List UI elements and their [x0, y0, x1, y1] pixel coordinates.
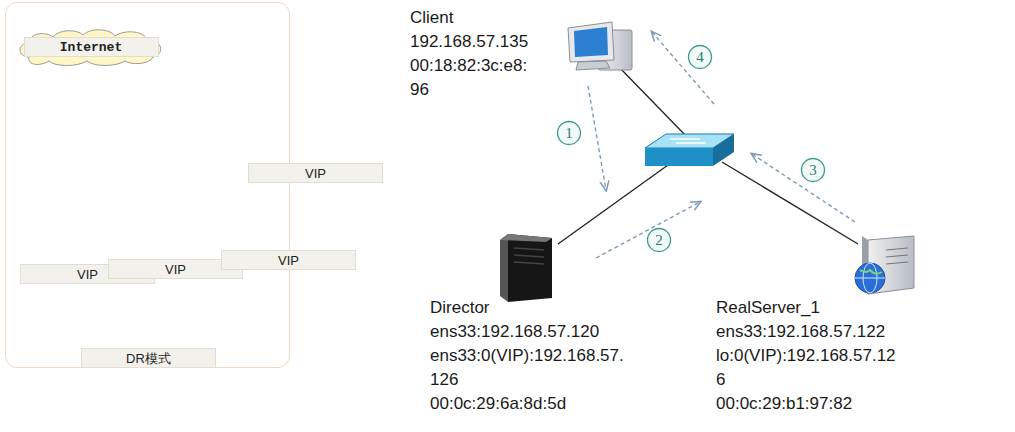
host-label: Director: [430, 296, 630, 320]
host-label: Client: [410, 6, 534, 30]
web-server-icon: [855, 263, 885, 293]
callout-number: 2: [655, 232, 663, 249]
web-server-icon: [886, 262, 908, 264]
web-server-icon: [886, 248, 908, 250]
host-info: Directorens33:192.168.57.120ens33:0(VIP)…: [430, 296, 630, 416]
switch-icon: [645, 134, 734, 166]
illustration: [588, 32, 855, 258]
callout-number: 3: [800, 157, 826, 183]
callout-number: 4: [687, 44, 713, 70]
host-label: ens33:192.168.57.120: [430, 320, 630, 344]
server-node: VIP: [106, 257, 180, 335]
server-icon: [514, 255, 544, 257]
callout-circle-outline: [648, 229, 671, 252]
switch-icon: [670, 139, 706, 143]
mode-caption: DR模式: [81, 348, 216, 368]
switch-icon: [645, 148, 713, 166]
client-computer: [574, 27, 608, 57]
flow-arrow: [588, 86, 606, 190]
callout-number: 2: [646, 227, 672, 253]
callout-number: 1: [556, 120, 582, 146]
server-icon: [514, 248, 544, 250]
callout-number: 4: [696, 49, 704, 66]
network-wire: [558, 66, 858, 244]
callout-number: 1: [565, 125, 573, 142]
host-label: lo:0(VIP):192.168.57.126: [716, 344, 896, 392]
host-label: ens33:0(VIP):192.168.57.126: [430, 344, 630, 392]
host-label: 00:18:82:3c:e8:96: [410, 54, 534, 102]
web-server-icon: [855, 236, 914, 294]
callout-circle-outline: [689, 46, 712, 69]
flow-arrow: [596, 202, 700, 258]
host-info: RealServer_1ens33:192.168.57.122lo:0(VIP…: [716, 296, 896, 416]
illustration: [500, 234, 914, 302]
client-computer: [568, 22, 614, 62]
flow-arrow: [752, 154, 855, 222]
callout-number: 3: [809, 162, 817, 179]
host-label: 00:0c:29:b1:97:82: [716, 392, 896, 416]
web-server-icon: [886, 255, 908, 257]
server-node: VIP: [218, 162, 280, 250]
node-label: Internet: [24, 37, 159, 57]
client-computer: [576, 61, 610, 70]
network-wire: [722, 162, 858, 244]
switch-icon: [713, 134, 734, 166]
host-label: RealServer_1: [716, 296, 896, 320]
node-label: VIP: [248, 163, 383, 183]
web-server-icon: [855, 278, 885, 279]
server-icon: [500, 234, 552, 242]
host-label: 00:0c:29:6a:8d:5d: [430, 392, 630, 416]
diagram-panel: InternetVIPVIPVIPVIPDR模式: [5, 2, 290, 368]
client-computer: [568, 22, 632, 70]
cloud-outline: [20, 30, 161, 66]
web-server-icon: [860, 270, 882, 274]
switch-icon: [670, 138, 700, 140]
host-label: 192.168.57.135: [410, 30, 534, 54]
server-node: VIP: [17, 263, 105, 335]
callout-circle-outline: [802, 159, 825, 182]
node-label: VIP: [221, 250, 356, 270]
network-wire: [618, 66, 688, 138]
internet-cloud: Internet: [15, 27, 167, 67]
server-icon: [500, 234, 508, 302]
callout-circle-outline: [558, 122, 581, 145]
switch-icon: [676, 142, 706, 144]
host-info: Client192.168.57.13500:18:82:3c:e8:96: [410, 6, 534, 102]
flow-arrow: [652, 32, 714, 104]
host-label: ens33:192.168.57.122: [716, 320, 896, 344]
server-icon: [508, 234, 552, 302]
server-icon: [500, 234, 552, 302]
server-icon: [514, 262, 544, 264]
